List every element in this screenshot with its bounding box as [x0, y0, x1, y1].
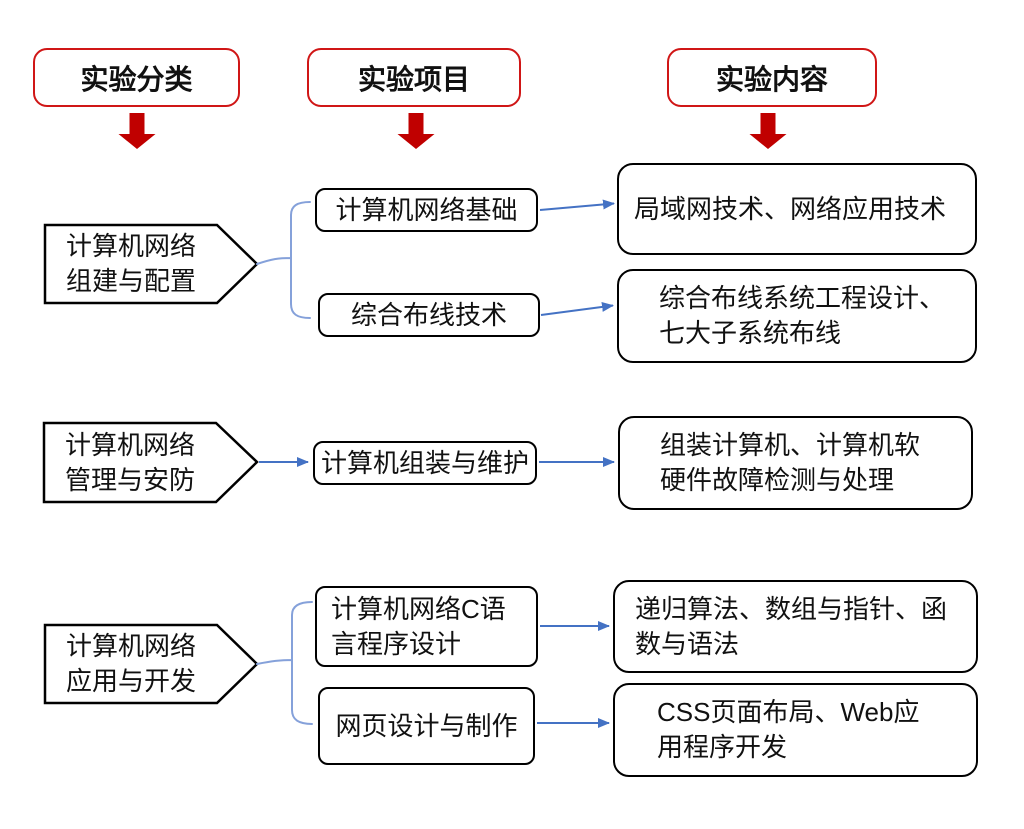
header-label: 实验项目 [357, 63, 470, 95]
category-line: 计算机网络 [65, 231, 196, 261]
content-line: 综合布线系统工程设计、 [659, 283, 946, 313]
content-line: 局域网技术、网络应用技术 [634, 193, 947, 224]
content-box-css-web: CSS页面布局、Web应 用程序开发 [613, 683, 978, 777]
arrow-project2-to-content2 [540, 301, 614, 316]
project-box-web-design: 网页设计与制作 [318, 687, 535, 765]
header-experiment-category: 实验分类 [33, 48, 240, 107]
category-line: 组建与配置 [65, 266, 196, 296]
content-box-algorithms: 递归算法、数组与指针、函 数与语法 [613, 580, 978, 673]
category-label-1: 计算机网络 组建与配置 [45, 225, 217, 303]
red-down-arrow [397, 113, 435, 149]
arrow-project1-to-content1 [539, 199, 615, 211]
content-line: CSS页面布局、Web应 [657, 697, 920, 727]
red-down-arrow [749, 113, 787, 149]
red-down-arrow [118, 113, 156, 149]
category-line: 管理与安防 [64, 464, 195, 495]
category-line: 计算机网络 [65, 631, 196, 661]
project-line: 网页设计与制作 [335, 710, 518, 741]
project-line: 计算机网络基础 [335, 194, 518, 225]
header-label: 实验分类 [80, 63, 193, 95]
category-pentagon-1 [43, 223, 259, 305]
category-line: 应用与开发 [65, 666, 196, 696]
content-line: 硬件故障检测与处理 [660, 465, 895, 495]
content-line: 组装计算机、计算机软 [660, 430, 921, 460]
project-line: 言程序设计 [331, 628, 462, 659]
header-experiment-content: 实验内容 [667, 48, 877, 107]
category-label-3: 计算机网络 应用与开发 [45, 625, 217, 703]
content-line: 递归算法、数组与指针、函 [635, 593, 948, 624]
header-experiment-project: 实验项目 [307, 48, 521, 107]
project-box-cabling: 综合布线技术 [318, 293, 540, 337]
project-box-c-programming: 计算机网络C语 言程序设计 [315, 586, 538, 667]
header-label: 实验内容 [715, 63, 828, 95]
project-line: 综合布线技术 [350, 299, 507, 330]
content-box-lan-tech: 局域网技术、网络应用技术 [617, 163, 977, 255]
content-box-cabling-design: 综合布线系统工程设计、 七大子系统布线 [617, 269, 977, 363]
project-box-network-basics: 计算机网络基础 [315, 188, 538, 232]
category-line: 计算机网络 [64, 429, 195, 460]
project-box-assembly-maintenance: 计算机组装与维护 [313, 441, 537, 485]
brace-connector-row1 [256, 201, 311, 319]
content-line: 数与语法 [635, 628, 740, 659]
content-box-assembly-fault: 组装计算机、计算机软 硬件故障检测与处理 [618, 416, 973, 510]
content-line: 七大子系统布线 [659, 318, 842, 348]
project-line: 计算机组装与维护 [320, 447, 529, 478]
content-line: 用程序开发 [657, 732, 788, 762]
category-pentagon-2 [42, 421, 259, 504]
project-line: 计算机网络C语 [331, 593, 506, 624]
category-label-2: 计算机网络 管理与安防 [44, 423, 216, 502]
brace-connector-row3 [256, 601, 313, 725]
category-pentagon-3 [43, 623, 259, 705]
